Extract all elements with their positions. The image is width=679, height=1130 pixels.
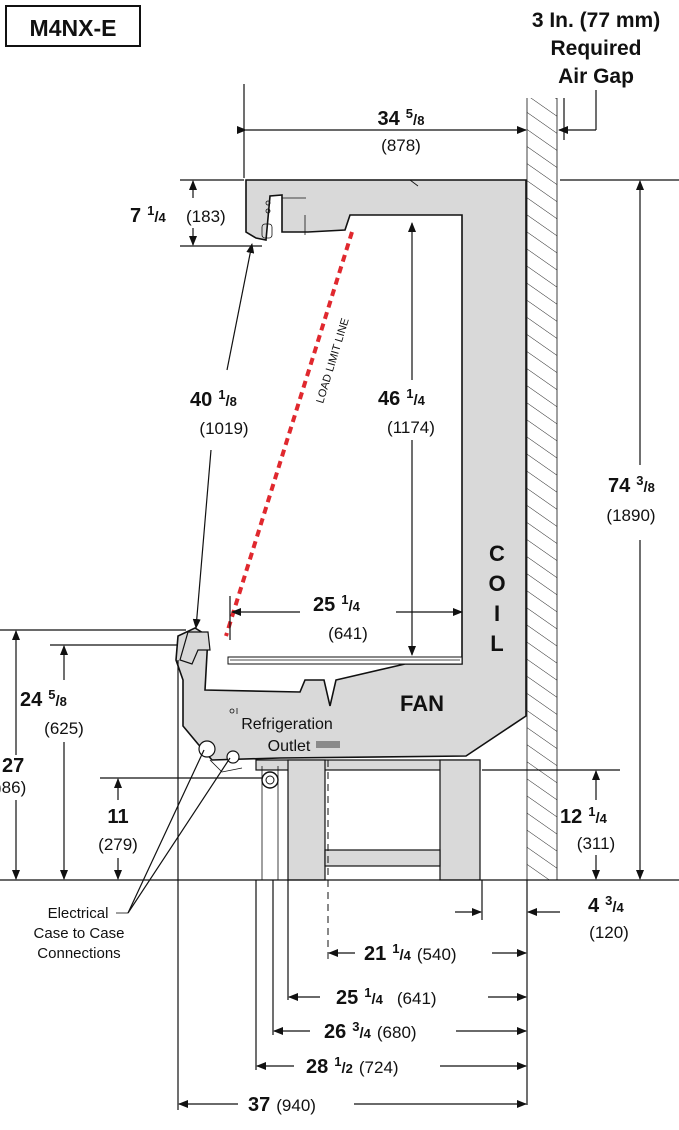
svg-text:281/2(724): 281/2(724) — [306, 1054, 399, 1078]
svg-text:3 In. (77 mm): 3 In. (77 mm) — [532, 9, 660, 32]
case-body — [175, 179, 527, 761]
electrical-connectors — [198, 740, 243, 773]
svg-text:43/4: 43/4 — [588, 893, 625, 917]
svg-text:743/8: 743/8 — [608, 473, 655, 497]
svg-text:(1890): (1890) — [606, 506, 655, 525]
refrigeration-outlet-marker — [316, 741, 340, 748]
front-leg — [287, 759, 326, 881]
model-box — [5, 5, 141, 47]
svg-text:121/4: 121/4 — [560, 804, 608, 828]
fan-label: FAN — [400, 691, 444, 716]
svg-text:O: O — [488, 571, 505, 596]
base-stand — [255, 759, 481, 960]
svg-text:27: 27 — [2, 755, 24, 777]
svg-text:(120): (120) — [589, 923, 629, 942]
svg-text:Required: Required — [550, 37, 641, 60]
svg-text:(878): (878) — [381, 136, 421, 155]
svg-text:L: L — [490, 631, 503, 656]
model-label: M4NX-E — [30, 15, 117, 41]
svg-text:263/4(680): 263/4(680) — [324, 1019, 417, 1043]
svg-text:Air Gap: Air Gap — [558, 65, 634, 88]
svg-text:461/4: 461/4 — [378, 386, 426, 410]
svg-text:251/4: 251/4 — [313, 592, 361, 616]
svg-text:11: 11 — [107, 806, 128, 828]
canopy-details — [261, 179, 419, 239]
load-limit-label: LOAD LIMIT LINE — [314, 317, 351, 405]
svg-text:245/8: 245/8 — [20, 687, 67, 711]
svg-text:251/4(641): 251/4(641) — [336, 985, 437, 1009]
dim-air-gap — [558, 90, 597, 140]
refrigeration-label: Refrigeration — [241, 716, 333, 733]
front-bumper — [179, 631, 211, 665]
svg-text:401/8: 401/8 — [190, 387, 237, 411]
svg-text:Case to Case: Case to Case — [34, 925, 125, 942]
svg-text:(279): (279) — [98, 835, 138, 854]
rear-wall — [526, 98, 558, 880]
svg-text:(625): (625) — [44, 719, 84, 738]
svg-text:(641): (641) — [328, 624, 368, 643]
svg-text:(1019): (1019) — [199, 419, 248, 438]
air-gap-note: 3 In. (77 mm) Required Air Gap — [532, 9, 660, 88]
svg-text:(1174): (1174) — [387, 418, 435, 437]
svg-text:Electrical: Electrical — [48, 905, 109, 922]
svg-text:(183): (183) — [186, 207, 226, 226]
coil-label: C O I L — [488, 541, 505, 656]
svg-text:Connections: Connections — [37, 945, 120, 962]
svg-text:)86): )86) — [0, 778, 26, 797]
svg-text:(311): (311) — [577, 834, 615, 853]
svg-text:71/4: 71/4 — [130, 203, 167, 227]
svg-text:37(940): 37(940) — [248, 1094, 316, 1116]
dim-base-height: 11 (279) — [98, 777, 262, 880]
outlet-label: Outlet — [268, 738, 311, 755]
load-limit-line — [224, 231, 354, 637]
svg-text:211/4(540): 211/4(540) — [364, 941, 457, 965]
electrical-callout: Electrical Case to Case Connections — [34, 749, 231, 962]
svg-text:I: I — [494, 601, 500, 626]
dim-depth-5: 37(940) — [177, 660, 527, 1116]
svg-text:345/8: 345/8 — [378, 106, 425, 130]
svg-text:C: C — [489, 541, 505, 566]
dim-left-height: 27 )86) — [0, 629, 186, 880]
deck-details — [227, 656, 463, 748]
rear-leg — [439, 759, 481, 881]
